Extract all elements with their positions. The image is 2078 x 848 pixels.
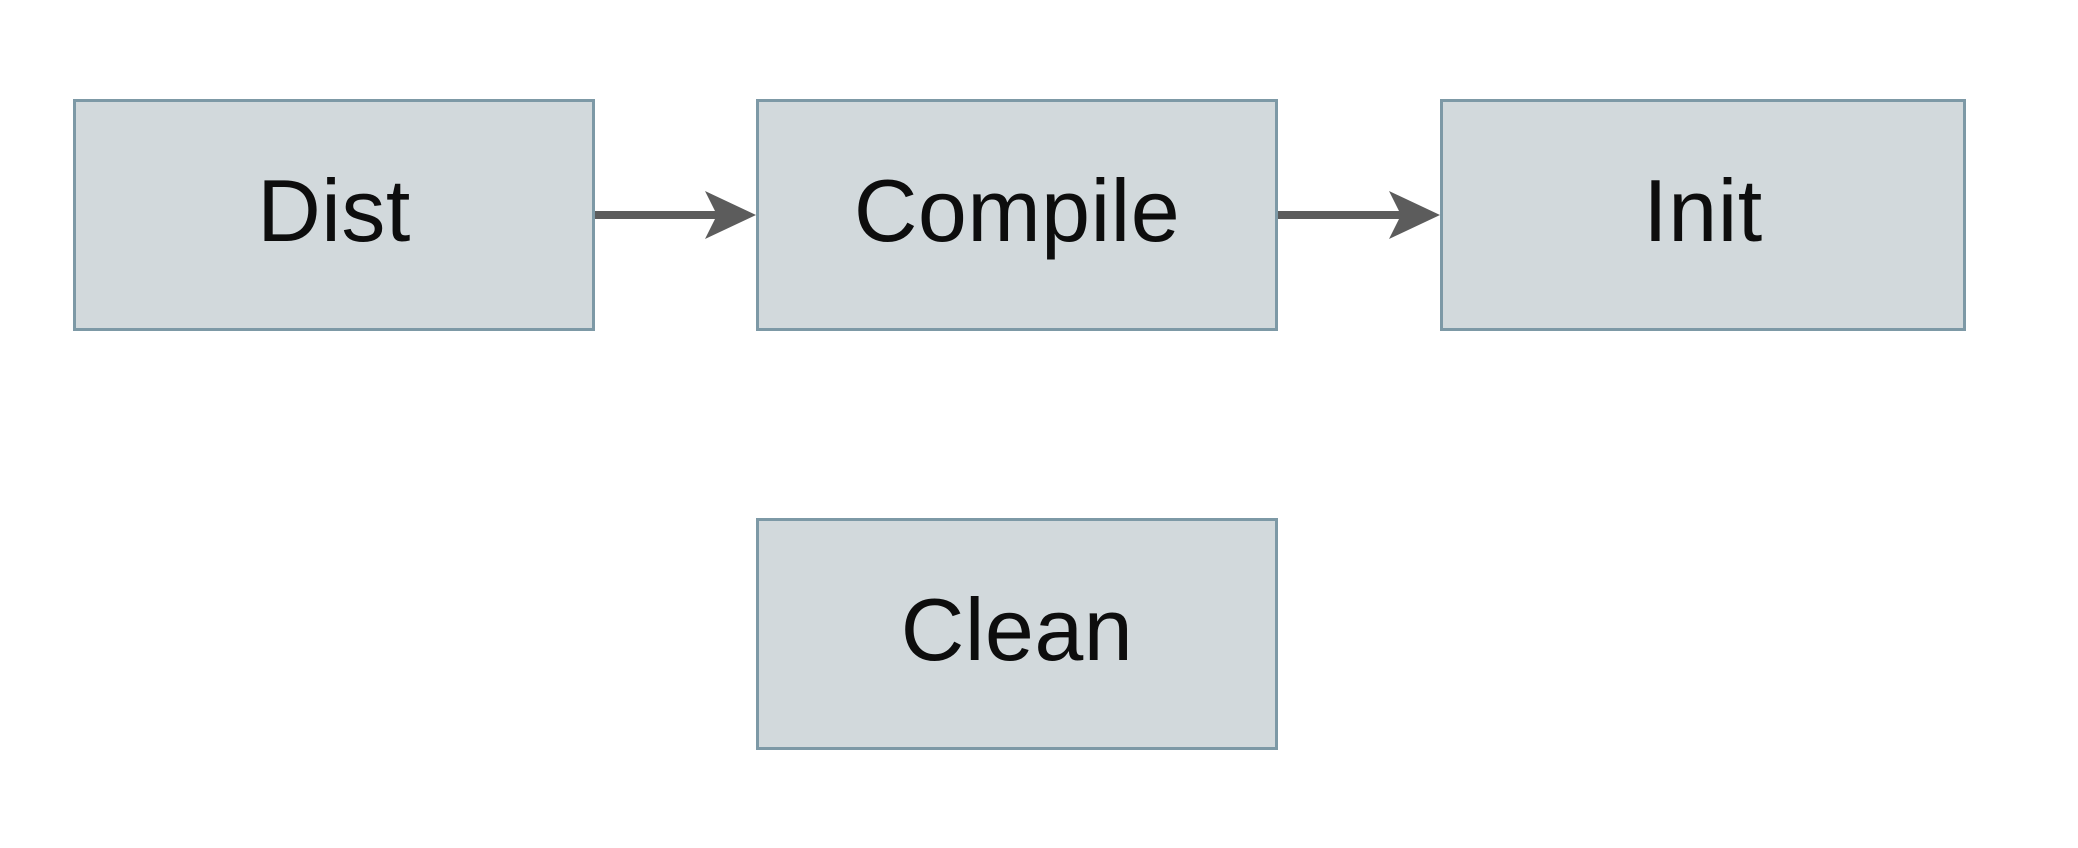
node-dist: Dist xyxy=(73,99,595,331)
node-dist-label: Dist xyxy=(257,161,411,260)
node-init: Init xyxy=(1440,99,1966,331)
node-init-label: Init xyxy=(1643,161,1763,260)
arrow-compile-to-init xyxy=(1278,191,1440,239)
arrow-dist-to-compile xyxy=(595,191,756,239)
node-clean: Clean xyxy=(756,518,1278,750)
node-compile: Compile xyxy=(756,99,1278,331)
node-clean-label: Clean xyxy=(900,580,1134,679)
node-compile-label: Compile xyxy=(853,161,1181,260)
